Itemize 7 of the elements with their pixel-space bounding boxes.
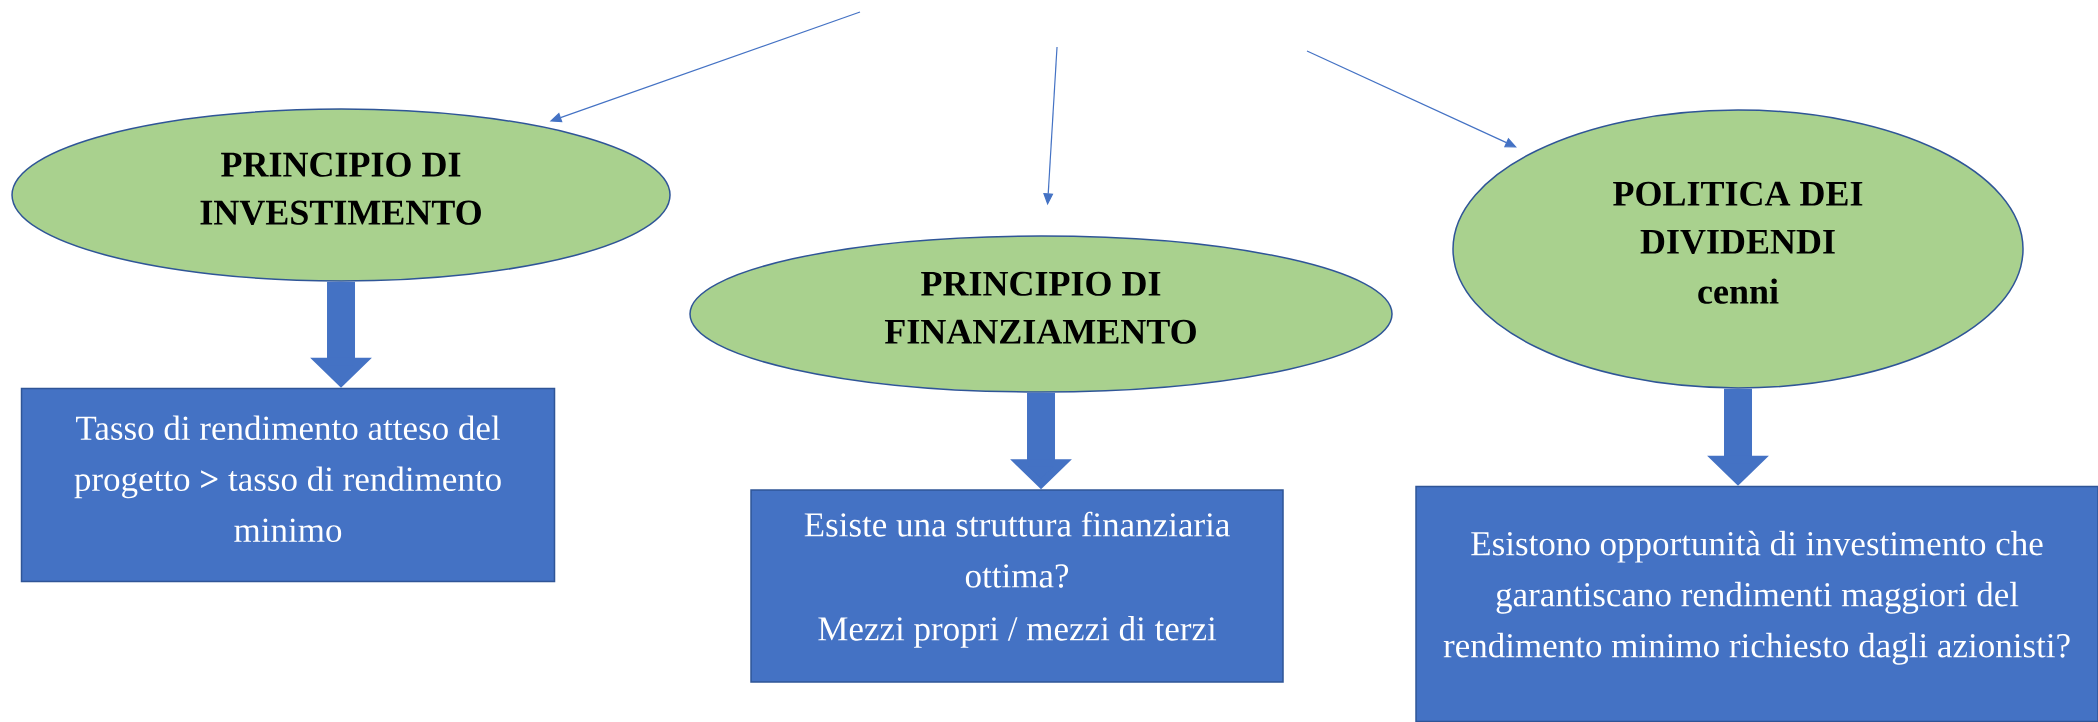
- arrow: [1306, 50, 1517, 148]
- text-box: Esistono opportunità di investimento che garantiscano rendimenti maggiori del rendimento minimo richiesto dagli azionisti?: [1415, 485, 2098, 722]
- ellipse-node: POLITICA DEI DIVIDENDI cenni: [1452, 109, 2024, 389]
- ellipse-node: PRINCIPIO DI FINANZIAMENTO: [689, 235, 1393, 393]
- text-box: Tasso di rendimento atteso del progetto > tasso di rendimento minimo: [20, 387, 556, 583]
- ellipse-node: PRINCIPIO DI INVESTIMENTO: [11, 108, 671, 282]
- text-box: Esiste una struttura finanziaria ottima? Mezzi propri / mezzi di terzi: [750, 489, 1284, 683]
